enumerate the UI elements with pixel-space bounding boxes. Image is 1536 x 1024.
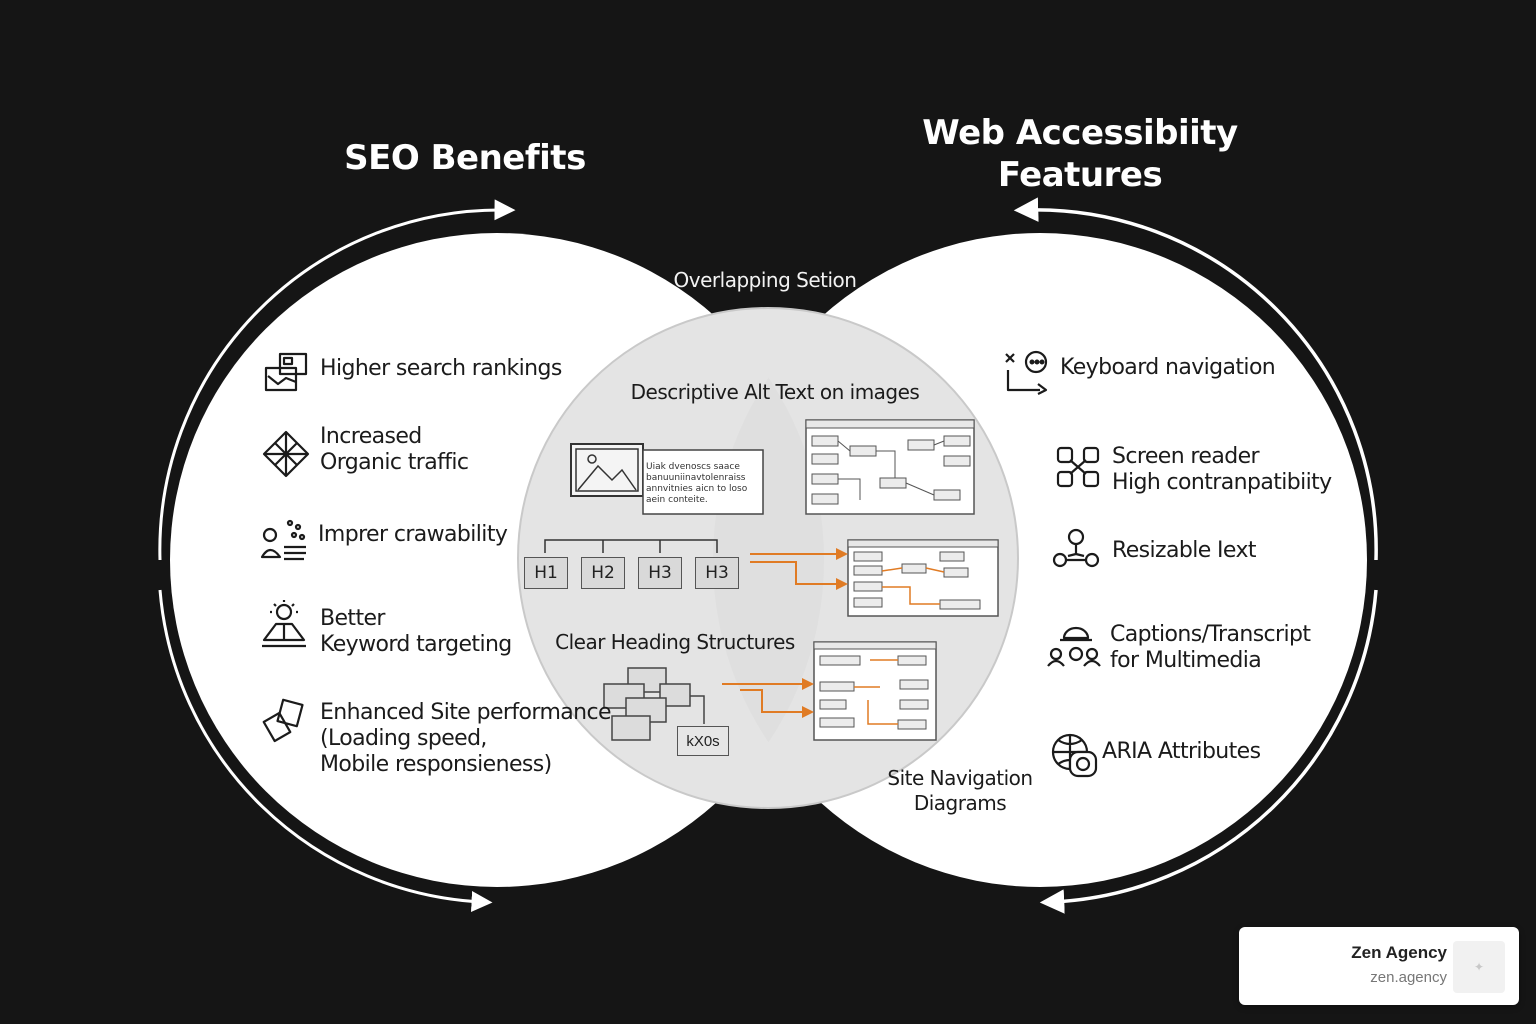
web-accessibility-title: Web Accessibiity Features <box>922 113 1238 195</box>
a11y-item-aria: ARIA Attributes <box>1102 739 1261 764</box>
stacked-boxes-illustration <box>603 667 705 741</box>
seo-item-rankings: Higher search rankings <box>320 356 562 381</box>
sitemap-panel-1 <box>805 419 975 515</box>
alt-image-illustration <box>570 443 764 515</box>
seo-benefits-title: SEO Benefits <box>344 138 586 178</box>
seo-item-traffic: Increased Organic traffic <box>320 424 469 475</box>
a11y-cycle-arrow-top <box>1013 197 1378 561</box>
heading-box-h3: H3 <box>638 557 682 589</box>
a11y-item-screen-reader: Screen reader High contranpatibiity <box>1112 444 1332 495</box>
brand-url[interactable]: zen.agency <box>1370 969 1447 986</box>
sitemap-panel-3 <box>813 641 937 741</box>
seo-item-crawlability: Imprer crawability <box>318 522 508 547</box>
heading-structures-label: Clear Heading Structures <box>555 630 795 654</box>
a11y-cycle-arrow-bottom <box>1039 589 1378 914</box>
heading-box-h3-second: H3 <box>695 557 739 589</box>
sitemap-panel-2 <box>847 539 999 617</box>
a11y-item-keyboard: Keyboard navigation <box>1060 355 1276 380</box>
seo-cycle-arrow-top <box>158 199 516 561</box>
a11y-item-captions: Captions/Transcript for Multimedia <box>1110 622 1311 673</box>
site-navigation-label: Site Navigation Diagrams <box>887 766 1033 815</box>
brand-logo-icon: ✦ <box>1453 941 1505 993</box>
alt-text-label: Descriptive Alt Text on images <box>630 380 920 404</box>
brand-badge[interactable]: Zen Agency zen.agency ✦ <box>1239 927 1519 1005</box>
a11y-icons <box>1005 350 1101 778</box>
overlap-section-label: Overlapping Setion <box>673 268 857 292</box>
brand-name: Zen Agency <box>1351 943 1447 962</box>
seo-cycle-arrow-bottom <box>158 589 493 912</box>
alt-text-sample: Uiak dvenoscs saace banuuniinavtolenrais… <box>646 462 748 505</box>
seo-item-keywords: Better Keyword targeting <box>320 606 512 657</box>
stacked-box-label: kX0s <box>677 726 729 756</box>
heading-box-h1: H1 <box>524 557 568 589</box>
seo-item-performance: Enhanced Site performance (Loading speed… <box>320 700 612 777</box>
seo-icons <box>260 352 310 743</box>
a11y-item-resizable-text: Resizable Iext <box>1112 538 1257 563</box>
flow-arrows <box>722 548 848 718</box>
heading-box-h2: H2 <box>581 557 625 589</box>
heading-tree-lines <box>544 539 718 553</box>
